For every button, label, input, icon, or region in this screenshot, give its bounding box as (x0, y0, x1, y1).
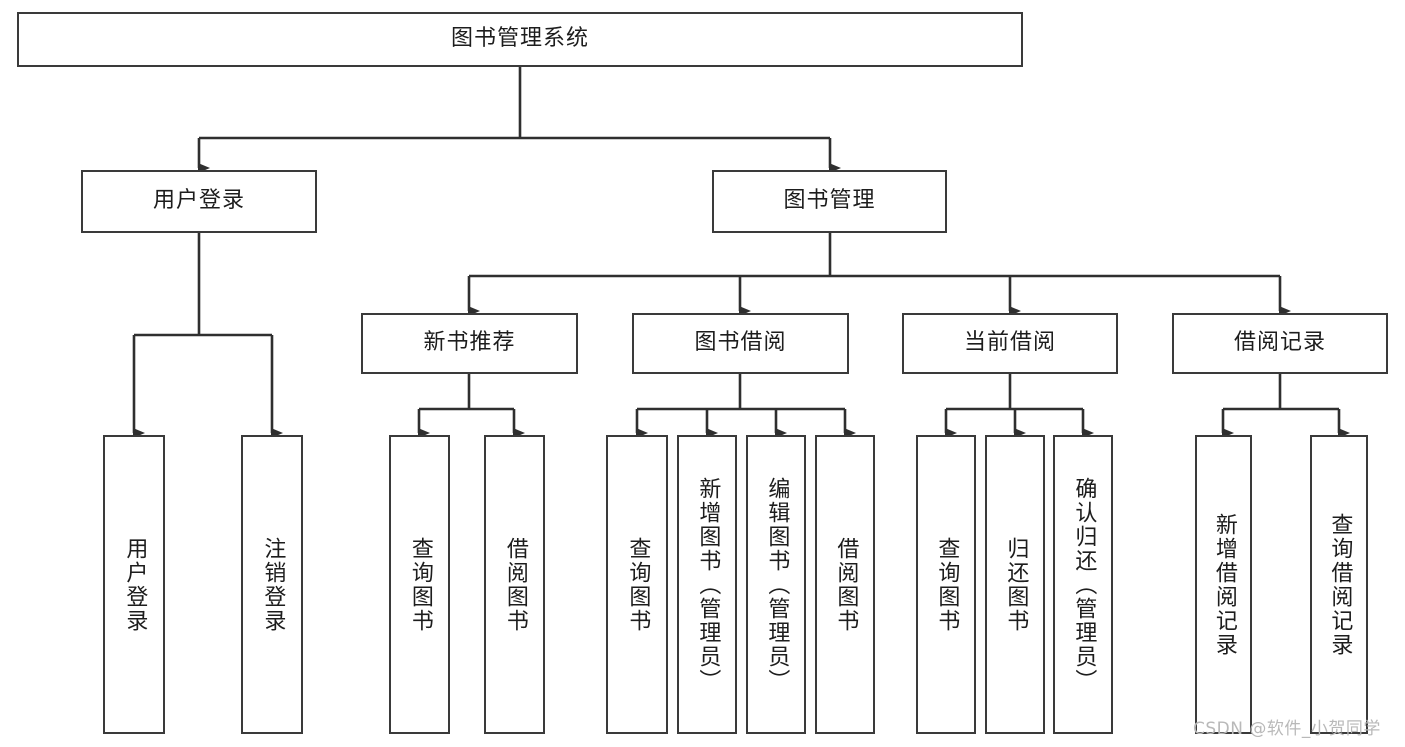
node-root-label: 图书管理系统 (450, 26, 589, 52)
node-book-management-label: 图书管理 (783, 188, 876, 214)
leaf-add-borrow-record[interactable]: 新增借阅记录 (1195, 435, 1252, 734)
node-new-book-recommend[interactable]: 新书推荐 (361, 313, 578, 374)
leaf-query-book-new-label: 查询图书 (407, 536, 433, 633)
leaf-query-book-new[interactable]: 查询图书 (389, 435, 450, 734)
leaf-edit-book-admin[interactable]: 编辑图书（管理员） (746, 435, 806, 734)
node-user-login[interactable]: 用户登录 (81, 170, 317, 233)
leaf-add-book-admin[interactable]: 新增图书（管理员） (677, 435, 737, 734)
node-new-book-recommend-label: 新书推荐 (423, 330, 516, 356)
leaf-logout-label: 注销登录 (260, 536, 286, 633)
leaf-query-book-current[interactable]: 查询图书 (916, 435, 976, 734)
leaf-query-borrow-record[interactable]: 查询借阅记录 (1310, 435, 1368, 734)
node-current-borrow[interactable]: 当前借阅 (902, 313, 1118, 374)
leaf-user-login-label: 用户登录 (122, 536, 148, 633)
leaf-query-book-borrow-label: 查询图书 (625, 536, 651, 633)
leaf-add-book-admin-label: 新增图书（管理员） (695, 476, 721, 693)
node-current-borrow-label: 当前借阅 (963, 330, 1056, 356)
node-borrow-record-label: 借阅记录 (1233, 330, 1326, 356)
leaf-return-book-label: 归还图书 (1003, 536, 1029, 633)
leaf-logout[interactable]: 注销登录 (241, 435, 303, 734)
leaf-query-book-current-label: 查询图书 (934, 536, 960, 633)
node-user-login-label: 用户登录 (152, 188, 245, 214)
leaf-return-book[interactable]: 归还图书 (985, 435, 1045, 734)
leaf-borrow-book-new-label: 借阅图书 (502, 536, 528, 633)
node-root[interactable]: 图书管理系统 (17, 12, 1023, 67)
leaf-user-login[interactable]: 用户登录 (103, 435, 165, 734)
leaf-confirm-return-admin[interactable]: 确认归还（管理员） (1053, 435, 1113, 734)
leaf-edit-book-admin-label: 编辑图书（管理员） (764, 476, 790, 693)
leaf-query-borrow-record-label: 查询借阅记录 (1327, 512, 1353, 657)
leaf-add-borrow-record-label: 新增借阅记录 (1211, 512, 1237, 657)
leaf-query-book-borrow[interactable]: 查询图书 (606, 435, 668, 734)
csdn-watermark: CSDN @软件_小贺同学 (1193, 719, 1381, 739)
leaf-borrow-book[interactable]: 借阅图书 (815, 435, 875, 734)
leaf-borrow-book-new[interactable]: 借阅图书 (484, 435, 545, 734)
node-book-management[interactable]: 图书管理 (712, 170, 947, 233)
node-borrow-record[interactable]: 借阅记录 (1172, 313, 1388, 374)
leaf-borrow-book-label: 借阅图书 (833, 536, 859, 633)
node-book-borrow[interactable]: 图书借阅 (632, 313, 849, 374)
leaf-confirm-return-admin-label: 确认归还（管理员） (1071, 476, 1097, 693)
node-book-borrow-label: 图书借阅 (694, 330, 787, 356)
